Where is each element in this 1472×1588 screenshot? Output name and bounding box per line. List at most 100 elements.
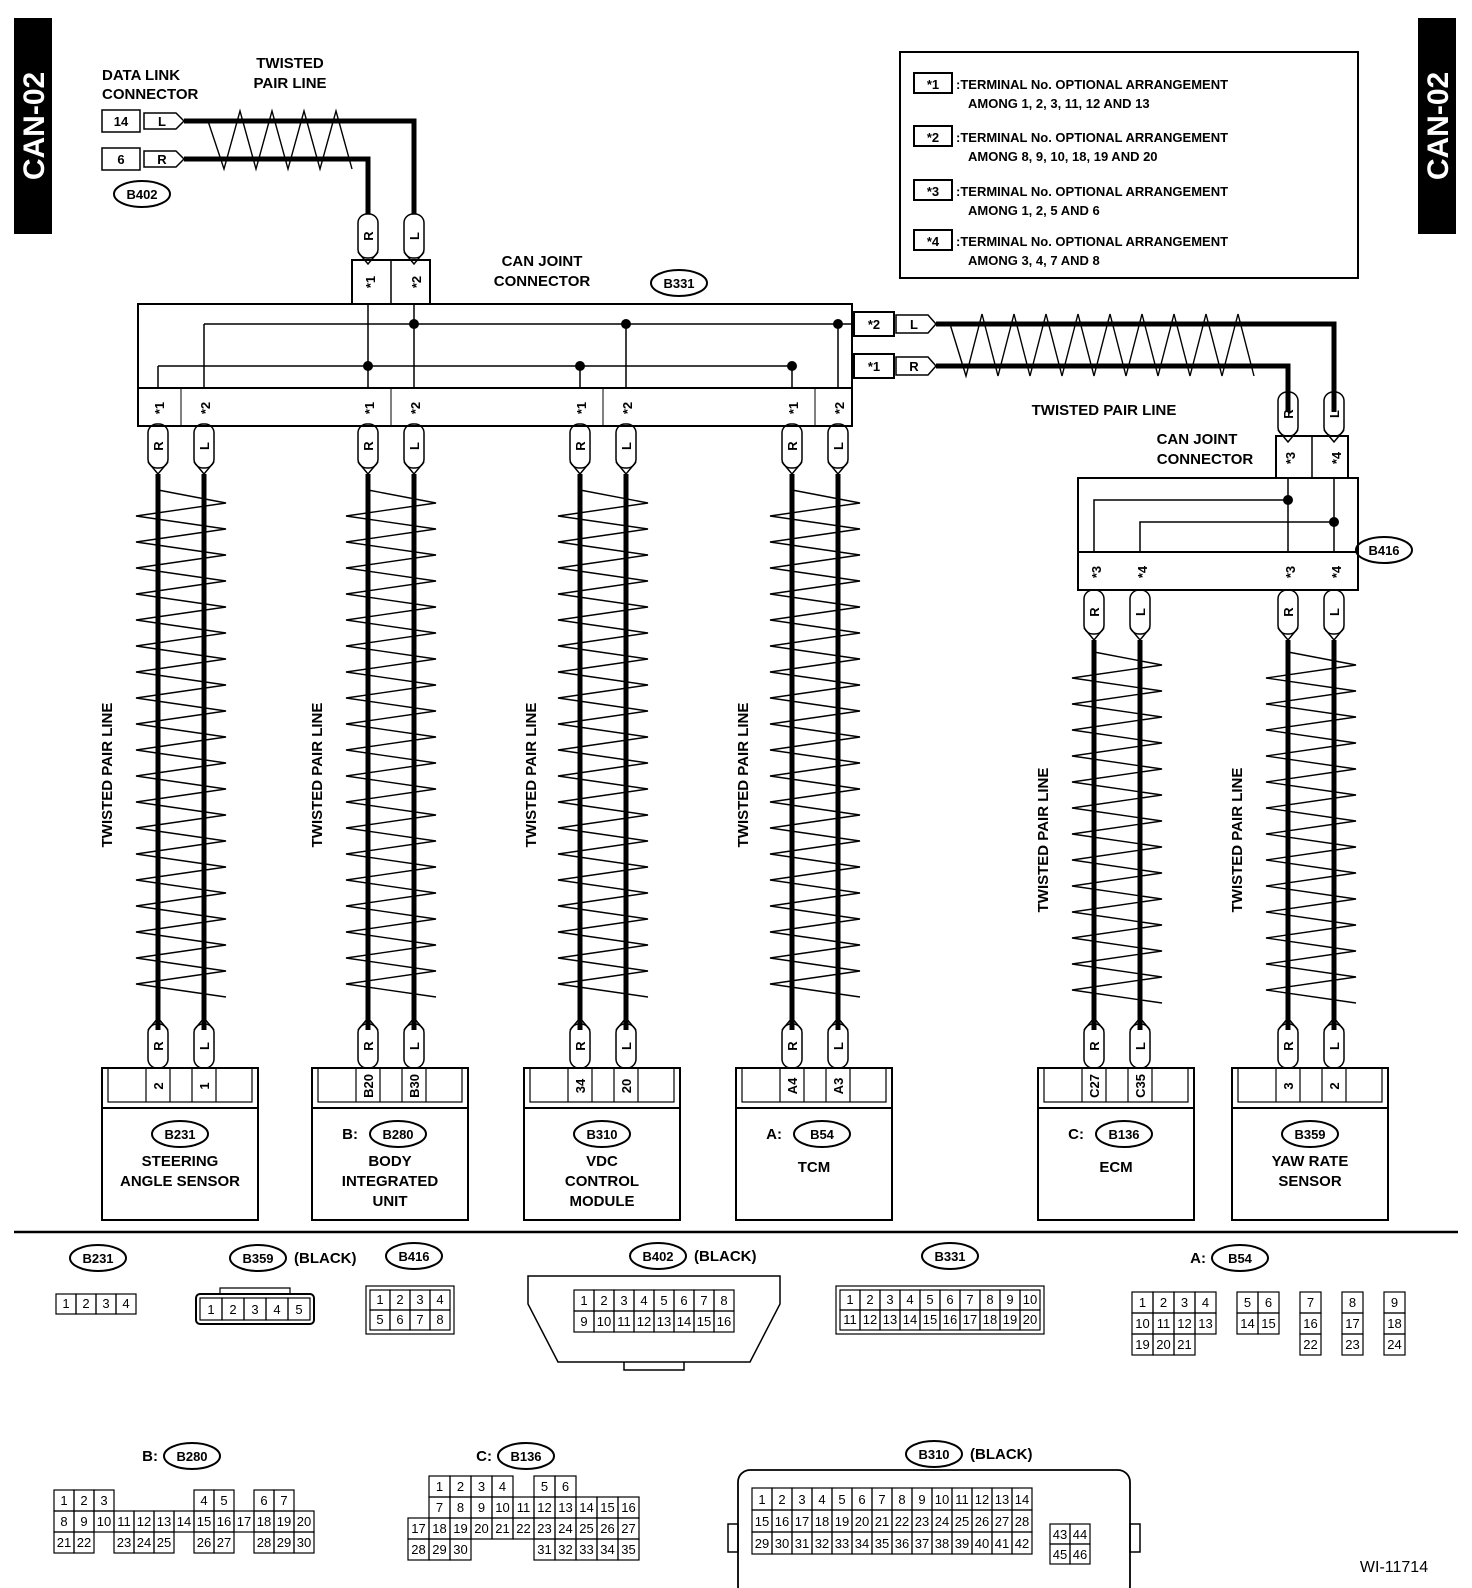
pin-cell: 6 (858, 1492, 865, 1507)
twisted-label-2: PAIR LINE (253, 75, 326, 92)
pin-cell: 18 (432, 1521, 446, 1536)
pin-cell: 36 (895, 1536, 909, 1551)
wire-l-top: L (197, 442, 212, 450)
pin-cell: 28 (257, 1535, 271, 1550)
pin-cell: 19 (835, 1514, 849, 1529)
pin-cell: 32 (815, 1536, 829, 1551)
pin-cell: 14 (677, 1314, 691, 1329)
twisted-pair-label: TWISTED PAIR LINE (523, 703, 540, 848)
module-pin: C27 (1087, 1074, 1102, 1098)
wire-l-bottom: L (1133, 1042, 1148, 1050)
pin-cell: 33 (579, 1542, 593, 1557)
joint-pin-key-1: *1 (152, 402, 167, 414)
pin-cell: 20 (474, 1521, 488, 1536)
connector-view-id: B54 (1228, 1251, 1253, 1266)
sub-joint-wire-r: R (1281, 409, 1296, 419)
twist-zigzag (345, 489, 437, 998)
pin-cell: 17 (963, 1312, 977, 1327)
wire-l-top: L (407, 442, 422, 450)
pin-cell: 18 (257, 1514, 271, 1529)
module-name: ECM (1099, 1159, 1132, 1176)
connector-view-note: (BLACK) (694, 1248, 756, 1265)
pin-cell: 5 (376, 1312, 383, 1327)
pin-cell: 24 (558, 1521, 572, 1536)
pin-cell: 22 (77, 1535, 91, 1550)
wire-l-top: L (1133, 608, 1148, 616)
connector-view-id: B310 (918, 1447, 949, 1462)
legend-key: *1 (927, 77, 939, 92)
connector-view-id: B402 (642, 1249, 673, 1264)
module-id: B231 (164, 1127, 195, 1142)
module-name: MODULE (570, 1193, 635, 1210)
wire-r-bottom: R (1281, 1041, 1296, 1051)
legend-line1: :TERMINAL No. OPTIONAL ARRANGEMENT (956, 234, 1228, 249)
pin-cell: 24 (137, 1535, 151, 1550)
pin-cell: 23 (537, 1521, 551, 1536)
pin-cell: 28 (411, 1542, 425, 1557)
pin-cell: 40 (975, 1536, 989, 1551)
pin-cell: 27 (621, 1521, 635, 1536)
pin-cell: 2 (80, 1493, 87, 1508)
pin-cell: 34 (855, 1536, 869, 1551)
pin-cell: 3 (1181, 1295, 1188, 1310)
pin-cell: 20 (855, 1514, 869, 1529)
twisted-pair-label: TWISTED PAIR LINE (99, 703, 116, 848)
pin-cell: 2 (1160, 1295, 1167, 1310)
connector-view-prefix: C: (476, 1448, 492, 1465)
pin-cell: 8 (457, 1500, 464, 1515)
pin-cell: 10 (935, 1492, 949, 1507)
wire-r-bottom: R (1087, 1041, 1102, 1051)
pin-cell: 1 (62, 1296, 69, 1311)
connector-view-id: B416 (398, 1249, 429, 1264)
pin-cell: 14 (903, 1312, 917, 1327)
pin-cell: 29 (277, 1535, 291, 1550)
joint-out-key-1: *1 (868, 359, 880, 374)
junction-dot (575, 361, 585, 371)
joint-sub-id: B416 (1368, 543, 1399, 558)
connector-view-id: B136 (510, 1449, 541, 1464)
joint-pin-key-2: *2 (620, 402, 635, 414)
pin-cell: 16 (775, 1514, 789, 1529)
module-pin: 34 (573, 1078, 588, 1093)
pin-cell: 4 (200, 1493, 207, 1508)
pin-cell: 41 (995, 1536, 1009, 1551)
can-joint-connector-sub: CAN JOINT CONNECTOR B416 *3*4*3*4 (1077, 431, 1413, 591)
pin-cell: 9 (1006, 1292, 1013, 1307)
pin-cell: 20 (297, 1514, 311, 1529)
pin-cell: 12 (137, 1514, 151, 1529)
wire-l-top: L (831, 442, 846, 450)
joint-pin-key-2: *2 (198, 402, 213, 414)
pin-cell: 30 (297, 1535, 311, 1550)
pin-cell: 3 (478, 1479, 485, 1494)
wire-l-bottom: L (197, 1042, 212, 1050)
wire-l-bottom: L (619, 1042, 634, 1050)
wire-l-bottom: L (1327, 1042, 1342, 1050)
pin-cell: 2 (457, 1479, 464, 1494)
pin-cell: 10 (495, 1500, 509, 1515)
pin-cell: 14 (579, 1500, 593, 1515)
sub-pin-key-4: *4 (1135, 565, 1150, 578)
dlc-wire-l: L (158, 114, 166, 129)
side-tab-left: CAN-02 (14, 18, 52, 234)
module-id: B359 (1294, 1127, 1325, 1142)
sub-pin-key-3: *3 (1089, 566, 1104, 578)
pin-cell: 46 (1073, 1547, 1087, 1562)
twisted-pair-label: TWISTED PAIR LINE (309, 703, 326, 848)
junction-dot (409, 319, 419, 329)
module-name: UNIT (373, 1193, 408, 1210)
junction-dot (833, 319, 843, 329)
pin-cell: 11 (117, 1514, 131, 1529)
pin-cell: 9 (478, 1500, 485, 1515)
pin-cell: 30 (453, 1542, 467, 1557)
pin-cell: 21 (1177, 1337, 1191, 1352)
pin-cell: 15 (1261, 1316, 1275, 1331)
pin-cell: 7 (878, 1492, 885, 1507)
module-name: BODY (368, 1153, 411, 1170)
pin-cell: 13 (1198, 1316, 1212, 1331)
legend-item-2: *2 :TERMINAL No. OPTIONAL ARRANGEMENT AM… (913, 125, 1228, 164)
pin-cell: 3 (100, 1493, 107, 1508)
junction-dot (787, 361, 797, 371)
pin-cell: 19 (1003, 1312, 1017, 1327)
